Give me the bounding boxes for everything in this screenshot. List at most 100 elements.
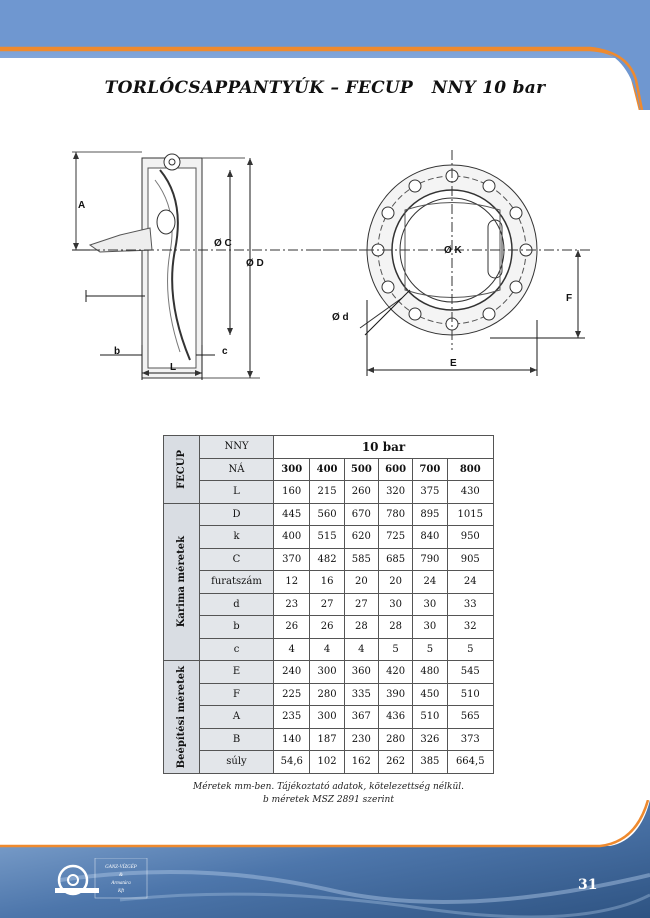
row-label: súly xyxy=(199,750,274,774)
value-cell: 28 xyxy=(343,615,379,639)
value-cell: 480 xyxy=(412,660,448,684)
category-fecup-label: FECUP xyxy=(176,449,187,489)
value-cell: 482 xyxy=(309,547,345,571)
value-cell: 430 xyxy=(446,480,495,504)
value-cell: 367 xyxy=(343,705,379,729)
logo-text-3: Armatúra xyxy=(110,881,131,886)
dn-cell: 800 xyxy=(446,457,495,481)
row-label: d xyxy=(199,592,274,616)
dim-label-A: A xyxy=(78,200,85,211)
value-cell: 385 xyxy=(412,750,448,774)
value-cell: 400 xyxy=(272,525,311,549)
dim-label-L: L xyxy=(170,362,176,373)
page-number: 31 xyxy=(578,877,598,893)
row-label: A xyxy=(199,705,274,729)
value-cell: 895 xyxy=(412,502,448,526)
row-label: L xyxy=(199,480,274,504)
value-cell: 160 xyxy=(272,480,311,504)
row-label: c xyxy=(199,637,274,661)
value-cell: 370 xyxy=(272,547,311,571)
value-cell: 725 xyxy=(377,525,414,549)
value-cell: 30 xyxy=(377,592,414,616)
row-label: E xyxy=(199,660,274,684)
value-cell: 30 xyxy=(412,615,448,639)
value-cell: 27 xyxy=(343,592,379,616)
value-cell: 20 xyxy=(343,570,379,594)
row-label: D xyxy=(199,502,274,526)
value-cell: 664,5 xyxy=(446,750,495,774)
value-cell: 320 xyxy=(377,480,414,504)
side-view xyxy=(72,151,510,380)
category-karima-label: Karima méretek xyxy=(176,536,187,628)
value-cell: 102 xyxy=(309,750,345,774)
value-cell: 280 xyxy=(309,682,345,706)
value-cell: 5 xyxy=(412,637,448,661)
value-cell: 5 xyxy=(446,637,495,661)
value-cell: 565 xyxy=(446,705,495,729)
row-label: k xyxy=(199,525,274,549)
value-cell: 280 xyxy=(377,727,414,751)
footer-band xyxy=(0,800,650,918)
dn-cell: 300 xyxy=(272,457,311,481)
value-cell: 23 xyxy=(272,592,311,616)
value-cell: 16 xyxy=(309,570,345,594)
value-cell: 5 xyxy=(377,637,414,661)
value-cell: 300 xyxy=(309,660,345,684)
value-cell: 27 xyxy=(309,592,345,616)
value-cell: 620 xyxy=(343,525,379,549)
value-cell: 560 xyxy=(309,502,345,526)
page-title: TORLÓCSAPPANTYÚK – FECUP NNY 10 bar xyxy=(104,78,546,98)
value-cell: 4 xyxy=(309,637,345,661)
value-cell: 360 xyxy=(343,660,379,684)
value-cell: 375 xyxy=(412,480,448,504)
value-cell: 230 xyxy=(343,727,379,751)
value-cell: 225 xyxy=(272,682,311,706)
dim-label-D: Ø D xyxy=(246,258,264,269)
value-cell: 445 xyxy=(272,502,311,526)
value-cell: 26 xyxy=(309,615,345,639)
value-cell: 4 xyxy=(343,637,379,661)
value-cell: 54,6 xyxy=(272,750,311,774)
row-label: furatszám xyxy=(199,570,274,594)
value-cell: 335 xyxy=(343,682,379,706)
value-cell: 140 xyxy=(272,727,311,751)
dn-cell: 400 xyxy=(309,457,345,481)
value-cell: 1015 xyxy=(446,502,495,526)
note-line-2: b méretek MSZ 2891 szerint xyxy=(263,795,394,805)
value-cell: 240 xyxy=(272,660,311,684)
value-cell: 670 xyxy=(343,502,379,526)
value-cell: 450 xyxy=(412,682,448,706)
logo-text-2: & xyxy=(119,873,123,878)
logo-text-4: Kft xyxy=(117,889,125,894)
row-label: B xyxy=(199,727,274,751)
pressure-header: 10 bar xyxy=(273,435,494,459)
dn-cell: 500 xyxy=(343,457,379,481)
value-cell: 840 xyxy=(412,525,448,549)
value-cell: 780 xyxy=(377,502,414,526)
value-cell: 326 xyxy=(412,727,448,751)
value-cell: 373 xyxy=(446,727,495,751)
dn-cell: 600 xyxy=(377,457,414,481)
dim-label-K: Ø K xyxy=(444,245,463,256)
front-view xyxy=(310,150,590,376)
value-cell: 24 xyxy=(446,570,495,594)
value-cell: 950 xyxy=(446,525,495,549)
row-label: b xyxy=(199,615,274,639)
logo-text-1: GANZ-VÍZGÉP xyxy=(105,864,137,870)
value-cell: 235 xyxy=(272,705,311,729)
dim-label-b: b xyxy=(114,346,120,357)
value-cell: 436 xyxy=(377,705,414,729)
nny-label: NNY xyxy=(199,435,274,459)
value-cell: 510 xyxy=(412,705,448,729)
